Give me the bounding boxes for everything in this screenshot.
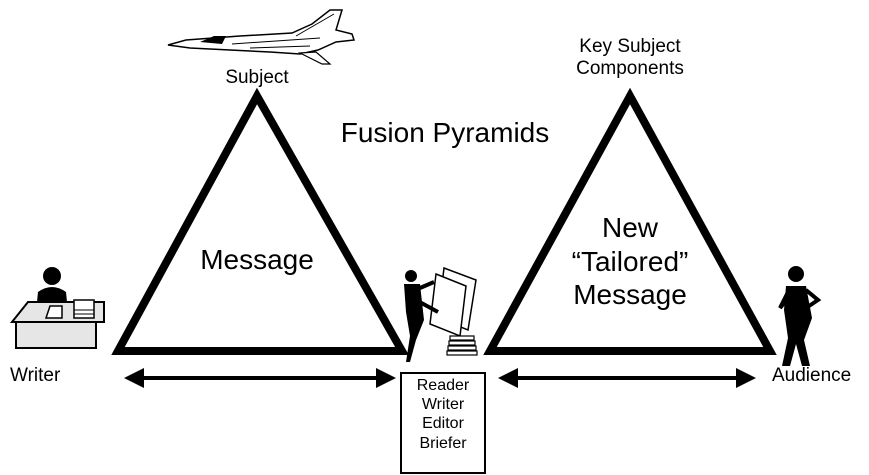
writer-label: Writer: [10, 365, 61, 386]
message-line: Message: [573, 279, 687, 311]
key-subject-components-label: Key Subject Components: [540, 36, 720, 80]
message-label: Message: [200, 244, 314, 275]
reader-with-papers-icon: [404, 266, 478, 362]
role-editor: Editor: [422, 415, 464, 433]
reader-role-box-text: Reader Writer Editor Briefer: [401, 376, 485, 453]
role-reader: Reader: [416, 377, 470, 394]
left-pyramid: [111, 87, 409, 355]
audience-label: Audience: [772, 365, 852, 386]
subject-label: Subject: [225, 67, 289, 88]
writer-at-desk-icon: [9, 267, 105, 349]
diagram-title: Fusion Pyramids: [340, 117, 550, 148]
tailored-line: “Tailored”: [571, 245, 689, 277]
right-pyramid: [483, 87, 777, 355]
components-line: Components: [576, 57, 684, 79]
new-line: New: [601, 212, 658, 243]
thinking-person-icon: [778, 266, 822, 366]
role-writer: Writer: [421, 396, 465, 414]
tailored-message-label: New “Tailored” Message: [540, 211, 720, 312]
reader-role-box: [400, 372, 486, 474]
key-subject-line: Key Subject: [579, 36, 681, 57]
fighter-jet-icon: [167, 9, 356, 65]
role-briefer: Briefer: [419, 434, 467, 452]
